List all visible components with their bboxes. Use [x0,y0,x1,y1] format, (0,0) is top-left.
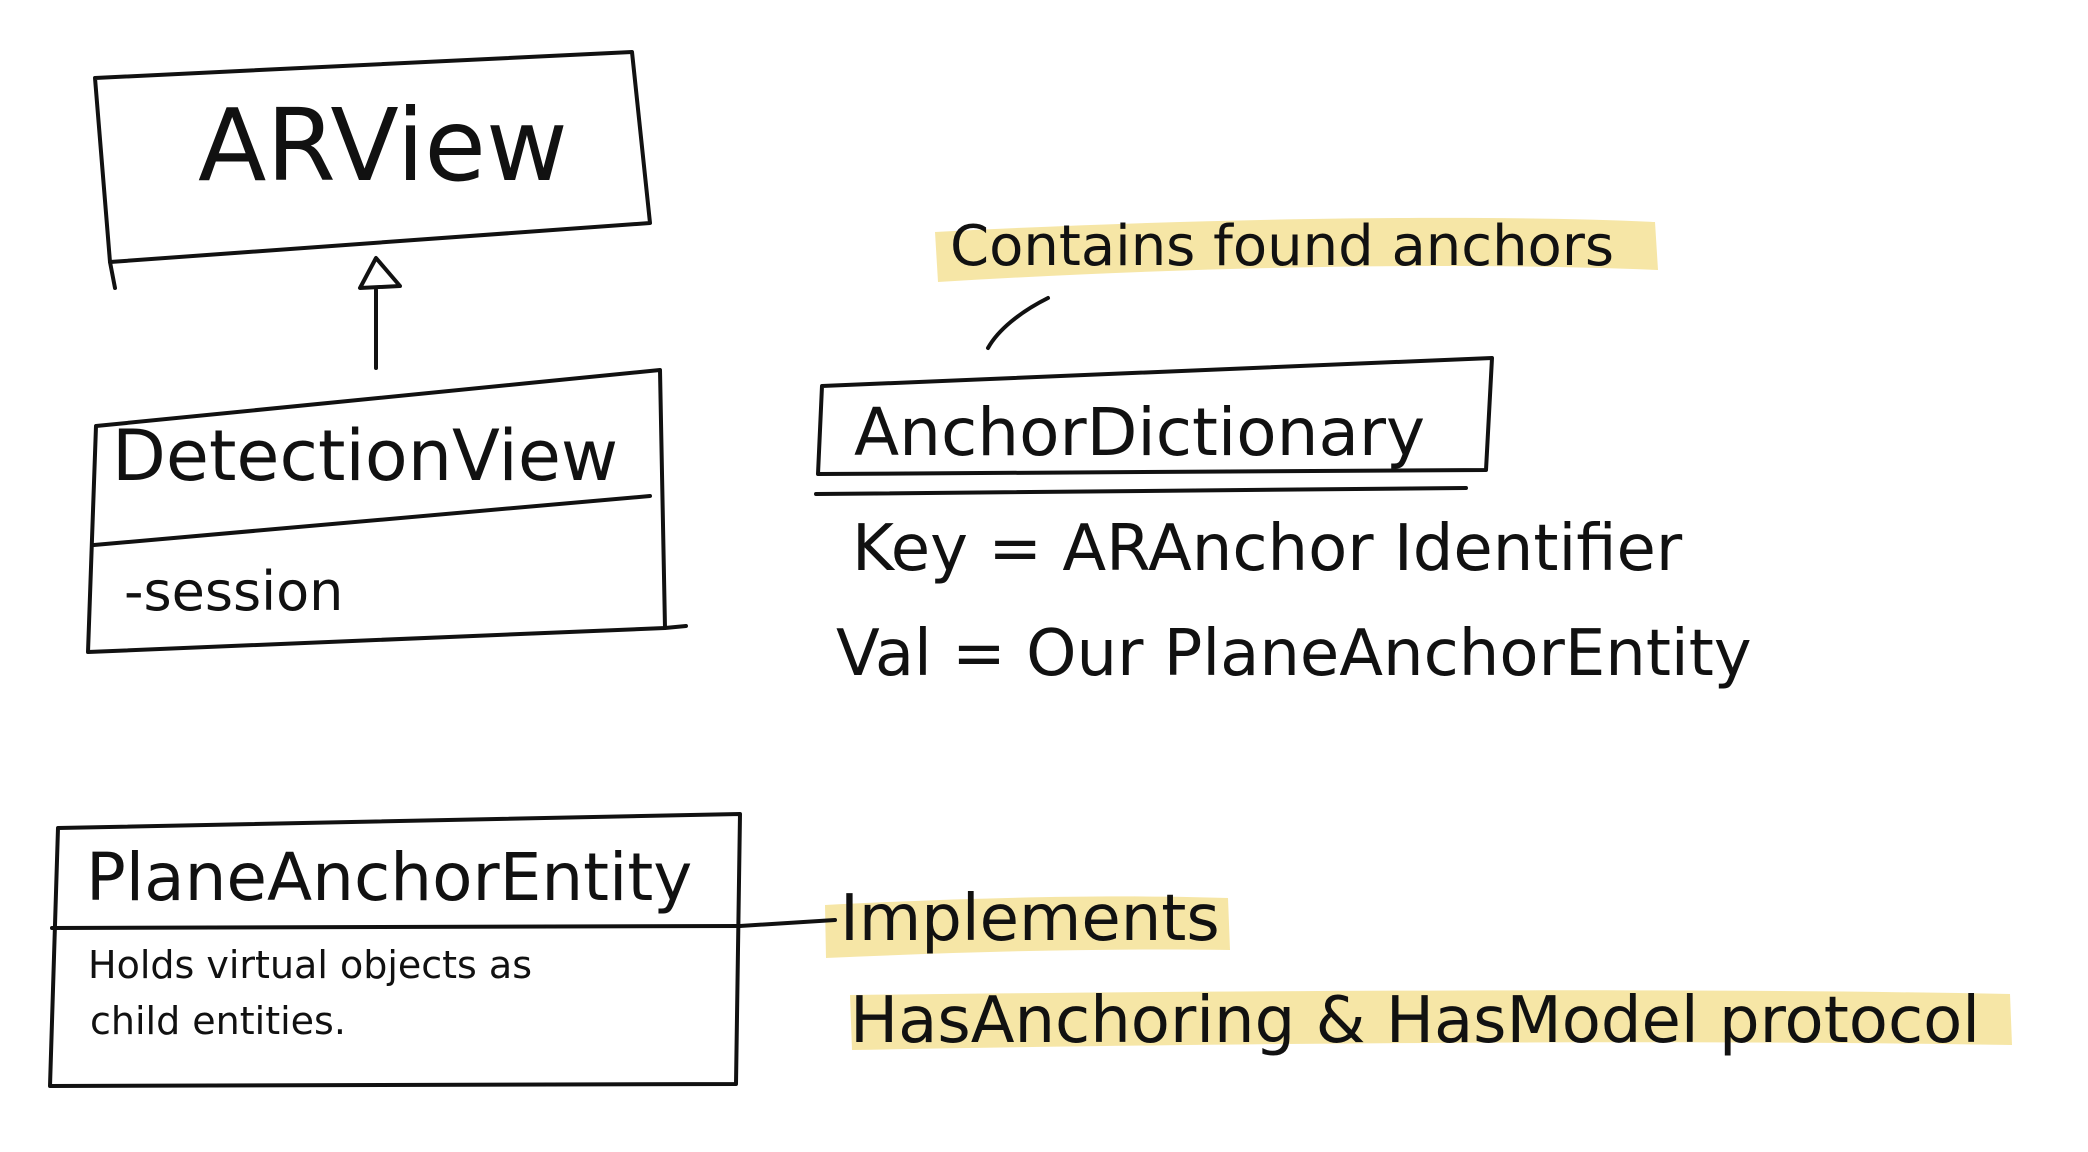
ar-view-box-base-extension [108,260,117,290]
anchor-dictionary-val-line: Val = Our PlaneAnchorEntity [836,617,1752,691]
anchor-dictionary-box [816,356,1494,476]
anchor-dictionary-note: Contains found anchors [950,214,1614,279]
anchor-dictionary-note-connector [986,296,1050,350]
plane-anchor-entity-title: PlaneAnchorEntity [86,839,692,916]
ar-view-box [93,50,652,264]
anchor-dictionary-title: AnchorDictionary [854,394,1425,471]
implements-protocols: HasAnchoring & HasModel protocol [850,984,1980,1058]
implements-connector-line [738,918,837,928]
detection-view-attribute: -session [124,560,343,623]
anchor-dictionary-key-line: Key = ARAnchor Identifier [852,512,1683,586]
detection-view-attribute-divider [663,624,688,630]
implements-label: Implements [840,882,1220,956]
highlight-protocols [850,990,2012,1050]
plane-anchor-entity-description-line1: Holds virtual objects as [88,943,532,987]
detection-view-title: DetectionView [112,415,618,497]
plane-anchor-entity-description-line2: child entities. [90,999,346,1043]
plane-anchor-entity-title-divider [50,924,742,930]
anchor-dictionary-underline [814,486,1468,496]
ar-view-title: ARView [198,87,568,204]
ar-view-class: ARView [93,50,652,290]
plane-anchor-entity-class: PlaneAnchorEntity Holds virtual objects … [48,812,742,1088]
highlight-contains-found-anchors [935,217,1658,282]
inheritance-arrow-head [358,256,402,290]
anchor-dictionary-class: Contains found anchors AnchorDictionary … [814,214,1752,691]
inheritance-arrow [358,256,402,370]
implements-relationship: Implements HasAnchoring & HasModel proto… [738,882,1980,1058]
detection-view-title-divider [92,494,652,547]
highlight-implements [825,896,1230,958]
detection-view-class: DetectionView -session [86,368,688,654]
plane-anchor-entity-box [48,812,742,1088]
